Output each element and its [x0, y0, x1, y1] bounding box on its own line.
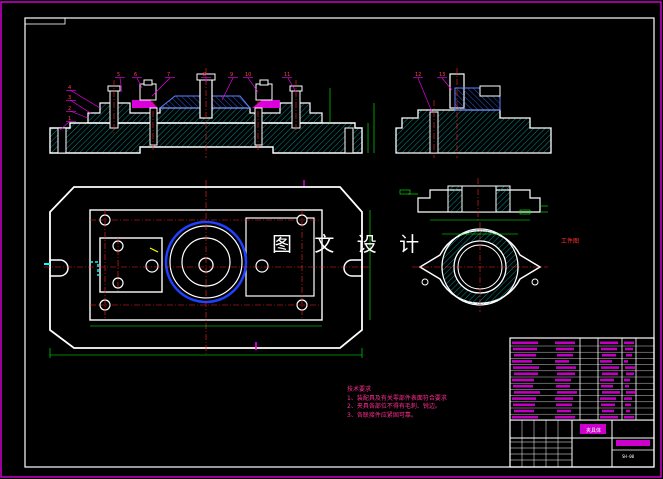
balloon-4: 4 — [68, 85, 71, 91]
parts-cell-text — [514, 409, 534, 413]
parts-cell-text — [556, 403, 572, 407]
parts-cell-text — [625, 384, 629, 388]
drawing-frame — [24, 17, 655, 468]
parts-cell-text — [556, 347, 574, 351]
parts-cell-text — [601, 347, 617, 351]
parts-cell-text — [602, 391, 620, 394]
parts-cell-text — [513, 347, 537, 351]
parts-cell-text — [625, 403, 631, 407]
company-field — [616, 440, 650, 446]
parts-cell-text — [556, 366, 576, 369]
balloon-12: 12 — [415, 72, 421, 78]
parts-cell-text — [625, 347, 633, 351]
title-name-field — [580, 424, 606, 434]
watermark-text: 图 文 设 计 — [272, 232, 428, 256]
parts-cell-text — [626, 409, 630, 413]
technical-notes: 技术要求 1、装配具及有关零部件表面符合要求 2、夹具各部位不得有毛刺、锐边。 … — [347, 386, 447, 420]
balloon-group-side: 12 13 — [413, 72, 447, 78]
parts-cell-text — [602, 353, 616, 357]
parts-cell-text — [557, 409, 571, 413]
balloon-2: 2 — [68, 106, 71, 112]
parts-cell-text — [512, 360, 532, 363]
parts-cell-text — [514, 353, 536, 357]
parts-cell-text — [514, 372, 538, 376]
balloon-1: 1 — [68, 116, 71, 122]
parts-cell-text — [600, 415, 618, 419]
parts-cell-text — [514, 391, 540, 394]
parts-cell-text — [626, 353, 632, 357]
balloon-7: 7 — [167, 72, 170, 78]
balloon-group-front: 5 6 7 8 9 10 11 — [115, 72, 292, 78]
parts-cell-text — [555, 415, 575, 419]
parts-cell-text — [602, 372, 618, 376]
parts-cell-text — [512, 378, 534, 382]
balloon-10: 10 — [245, 72, 251, 78]
parts-cell-text — [557, 391, 577, 394]
parts-cell-text — [512, 341, 538, 345]
side-view — [395, 68, 552, 158]
balloon-group-left: 4 3 2 1 — [66, 85, 76, 122]
parts-cell-text — [624, 378, 630, 382]
parts-cell-text — [513, 366, 539, 369]
parts-cell-text — [602, 409, 614, 413]
balloon-13: 13 — [439, 72, 445, 78]
top-plan-view — [44, 180, 371, 358]
title-block-cells — [510, 420, 572, 467]
parts-cell-text — [513, 403, 535, 407]
parts-cell-text — [600, 341, 618, 345]
workpiece-label: 工件图 — [561, 238, 580, 245]
notes-title: 技术要求 — [347, 386, 372, 393]
drawing-number: SH-00 — [622, 454, 635, 459]
front-section-view — [49, 68, 375, 158]
parts-cell-text — [624, 397, 632, 400]
notes-item-3: 3、各联接件应紧固可靠。 — [347, 411, 417, 419]
parts-list-rows — [510, 341, 654, 421]
parts-cell-text — [601, 384, 613, 388]
title-block — [509, 337, 655, 468]
parts-cell-text — [555, 341, 575, 345]
parts-cell-text — [513, 384, 533, 388]
title-name-text: 夹具体 — [586, 427, 601, 434]
workpiece-plan — [412, 222, 548, 312]
workpiece-section — [399, 178, 548, 221]
balloon-6: 6 — [134, 72, 137, 78]
parts-cell-text — [512, 415, 538, 419]
balloon-11: 11 — [284, 72, 290, 78]
parts-cell-text — [624, 415, 634, 419]
parts-cell-text — [557, 372, 575, 376]
parts-cell-text — [512, 397, 536, 400]
balloon-9: 9 — [230, 72, 233, 78]
parts-cell-text — [624, 360, 628, 363]
parts-cell-text — [556, 384, 570, 388]
parts-cell-text — [557, 353, 573, 357]
parts-cell-text — [600, 378, 614, 382]
code-box — [24, 17, 66, 25]
parts-cell-text — [600, 397, 616, 400]
balloon-5: 5 — [117, 72, 120, 78]
parts-cell-text — [601, 366, 619, 369]
notes-item-1: 1、装配具及有关零部件表面符合要求 — [347, 394, 447, 402]
parts-cell-text — [601, 403, 615, 407]
parts-cell-text — [555, 397, 573, 400]
parts-cell-text — [555, 360, 569, 363]
parts-cell-text — [626, 391, 636, 394]
parts-cell-text — [626, 372, 634, 376]
notes-item-2: 2、夹具各部位不得有毛刺、锐边。 — [347, 403, 441, 410]
parts-cell-text — [555, 378, 571, 382]
balloon-8: 8 — [203, 72, 206, 78]
parts-cell-text — [600, 360, 612, 363]
parts-cell-text — [624, 341, 634, 345]
balloon-3: 3 — [68, 95, 71, 101]
parts-cell-text — [625, 366, 635, 369]
